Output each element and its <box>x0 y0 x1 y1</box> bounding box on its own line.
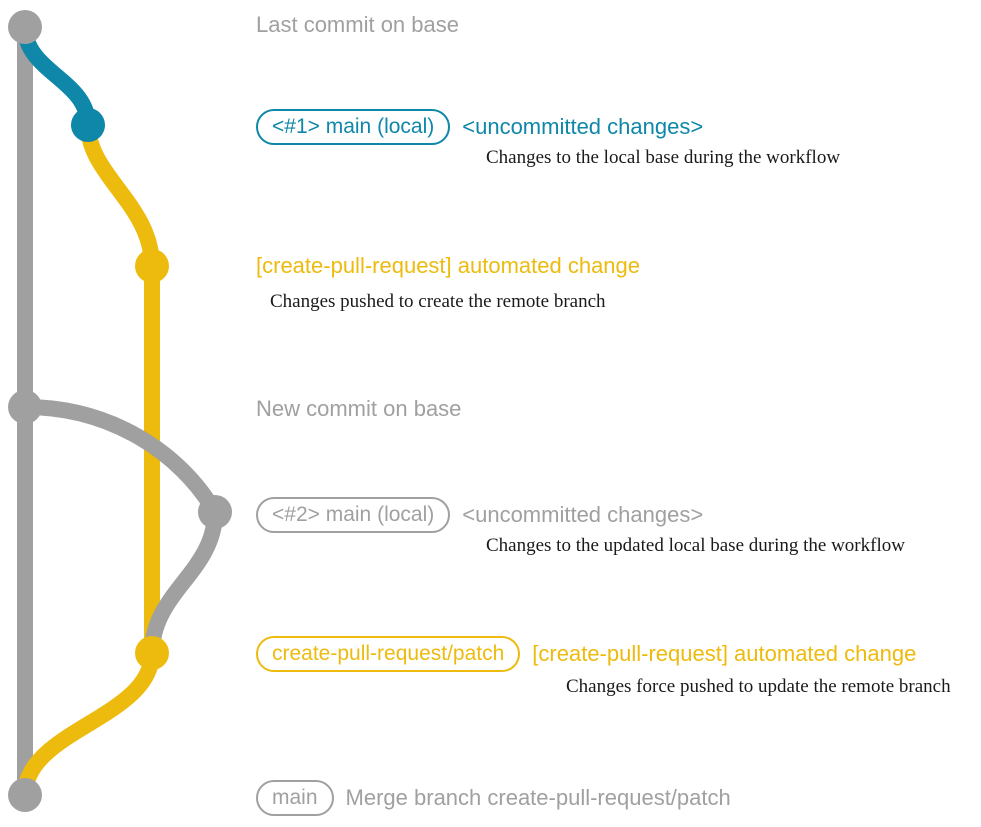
commit-row-local-2: <#2> main (local) <uncommitted changes> <box>256 497 703 533</box>
commit-node-local-1[interactable] <box>71 108 105 142</box>
ref-badge-local-1[interactable]: <#1> main (local) <box>256 109 451 145</box>
merge-line <box>17 645 160 803</box>
commit-node-base-merge[interactable] <box>8 778 42 812</box>
ref-badge-remote-2[interactable]: create-pull-request/patch <box>256 636 521 672</box>
commit-subject-base-merge: Merge branch create-pull-request/patch <box>345 785 731 810</box>
commit-node-local-2[interactable] <box>198 495 232 529</box>
commit-node-remote-2[interactable] <box>135 636 169 670</box>
commit-node-remote-1[interactable] <box>135 249 169 283</box>
commit-description-remote-1: Changes pushed to create the remote bran… <box>270 291 606 312</box>
commit-row-remote-2: create-pull-request/patch [create-pull-r… <box>256 636 916 672</box>
local-branch-1-line <box>17 19 96 133</box>
commit-row-base-last: Last commit on base <box>256 14 459 36</box>
commit-description-local-2: Changes to the updated local base during… <box>486 535 905 556</box>
local-branch-2-line <box>17 399 224 661</box>
commit-row-remote-1: [create-pull-request] automated change <box>256 255 640 277</box>
commit-subject-local-2: <uncommitted changes> <box>462 502 704 527</box>
commit-description-remote-2: Changes force pushed to update the remot… <box>566 676 951 697</box>
commit-description-local-1: Changes to the local base during the wor… <box>486 147 841 168</box>
commit-node-base-last[interactable] <box>8 10 42 44</box>
commit-subject-base-last: Last commit on base <box>256 12 459 37</box>
commit-subject-remote-2: [create-pull-request] automated change <box>532 641 917 666</box>
commit-subject-remote-1: [create-pull-request] automated change <box>256 253 641 278</box>
commit-row-local-1: <#1> main (local) <uncommitted changes> <box>256 109 703 145</box>
ref-badge-main[interactable]: main <box>256 780 334 816</box>
commit-row-base-new: New commit on base <box>256 398 461 420</box>
commit-subject-base-new: New commit on base <box>256 396 462 421</box>
remote-branch-line <box>80 117 160 661</box>
commit-subject-local-1: <uncommitted changes> <box>462 114 704 139</box>
ref-badge-local-2[interactable]: <#2> main (local) <box>256 497 451 533</box>
commit-row-base-merge: main Merge branch create-pull-request/pa… <box>256 780 731 816</box>
commit-node-base-new[interactable] <box>8 390 42 424</box>
